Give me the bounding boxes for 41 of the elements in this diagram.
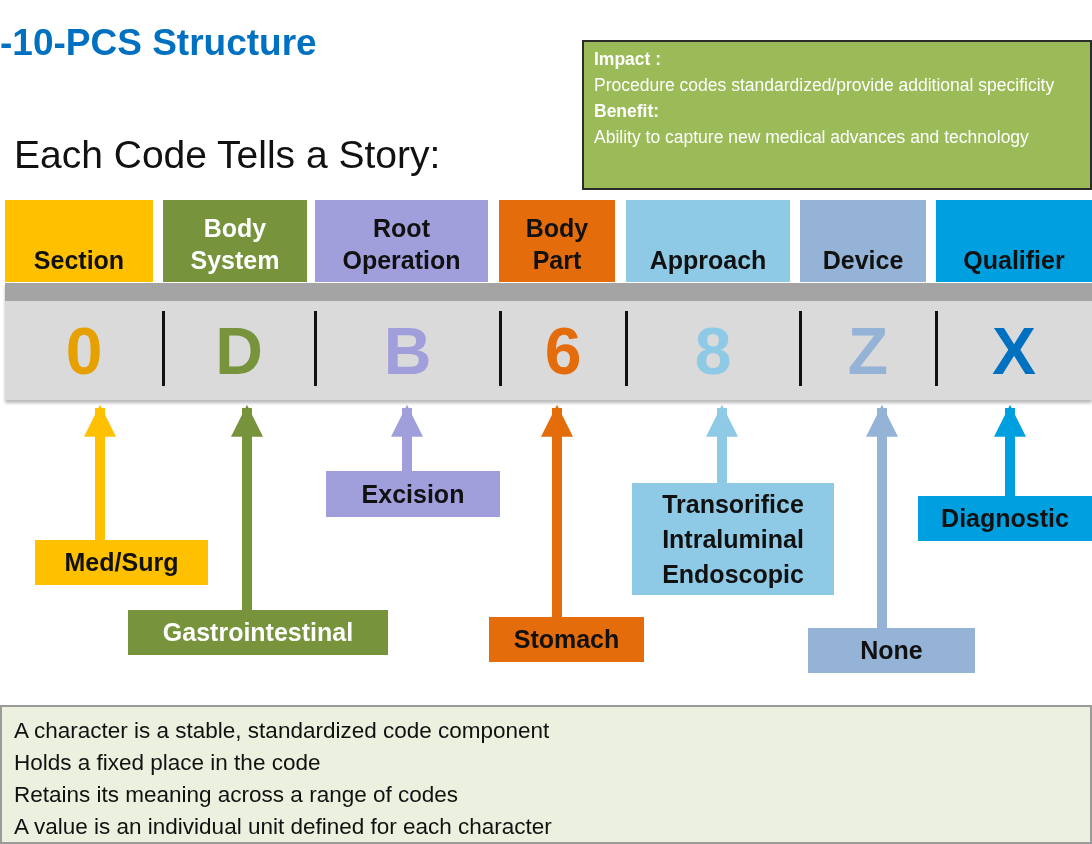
- code-character: Z: [800, 301, 936, 400]
- arrow: [706, 404, 738, 483]
- info-box: [582, 40, 1092, 190]
- code-character: 6: [500, 301, 626, 400]
- code-character: B: [315, 301, 500, 400]
- note-text: A character is a stable, standardized code component: [14, 717, 551, 745]
- value-label: Stomach: [489, 617, 644, 662]
- subtitle: Each Code Tells a Story:: [14, 133, 441, 177]
- arrow: [541, 404, 573, 617]
- code-bar: [5, 283, 1092, 400]
- value-label: Med/Surg: [35, 540, 208, 585]
- arrow: [391, 404, 423, 471]
- arrow: [994, 404, 1026, 496]
- character-header: Section: [5, 200, 153, 282]
- title: -10-PCS Structure: [0, 22, 317, 64]
- note-box: [0, 705, 1092, 844]
- note-text: Retains its meaning across a range of codes: [14, 781, 459, 809]
- code-character: 8: [626, 301, 800, 400]
- arrow: [231, 404, 263, 610]
- value-label: Excision: [326, 471, 500, 517]
- info-heading: Impact :: [594, 48, 663, 71]
- character-header: Body System: [163, 200, 307, 282]
- character-header: Body Part: [499, 200, 615, 282]
- arrow: [84, 404, 116, 540]
- character-header: Root Operation: [315, 200, 488, 282]
- value-label: Diagnostic: [918, 496, 1092, 541]
- info-text: Procedure codes standardized/provide additional specificity: [594, 74, 1056, 97]
- note-text: Holds a fixed place in the code: [14, 749, 322, 777]
- info-heading: Benefit:: [594, 100, 661, 123]
- character-header: Device: [800, 200, 926, 282]
- info-text: Ability to capture new medical advances and technology: [594, 126, 1030, 149]
- value-label: Gastrointestinal: [128, 610, 388, 655]
- value-label: Transorifice Intraluminal Endoscopic: [632, 483, 834, 595]
- note-text: A value is an individual unit defined for each character: [14, 813, 553, 841]
- character-header: Qualifier: [936, 200, 1092, 282]
- character-header: Approach: [626, 200, 790, 282]
- code-character: 0: [5, 301, 163, 400]
- code-character: X: [936, 301, 1092, 400]
- arrow: [866, 404, 898, 628]
- code-character: D: [163, 301, 315, 400]
- value-label: None: [808, 628, 975, 673]
